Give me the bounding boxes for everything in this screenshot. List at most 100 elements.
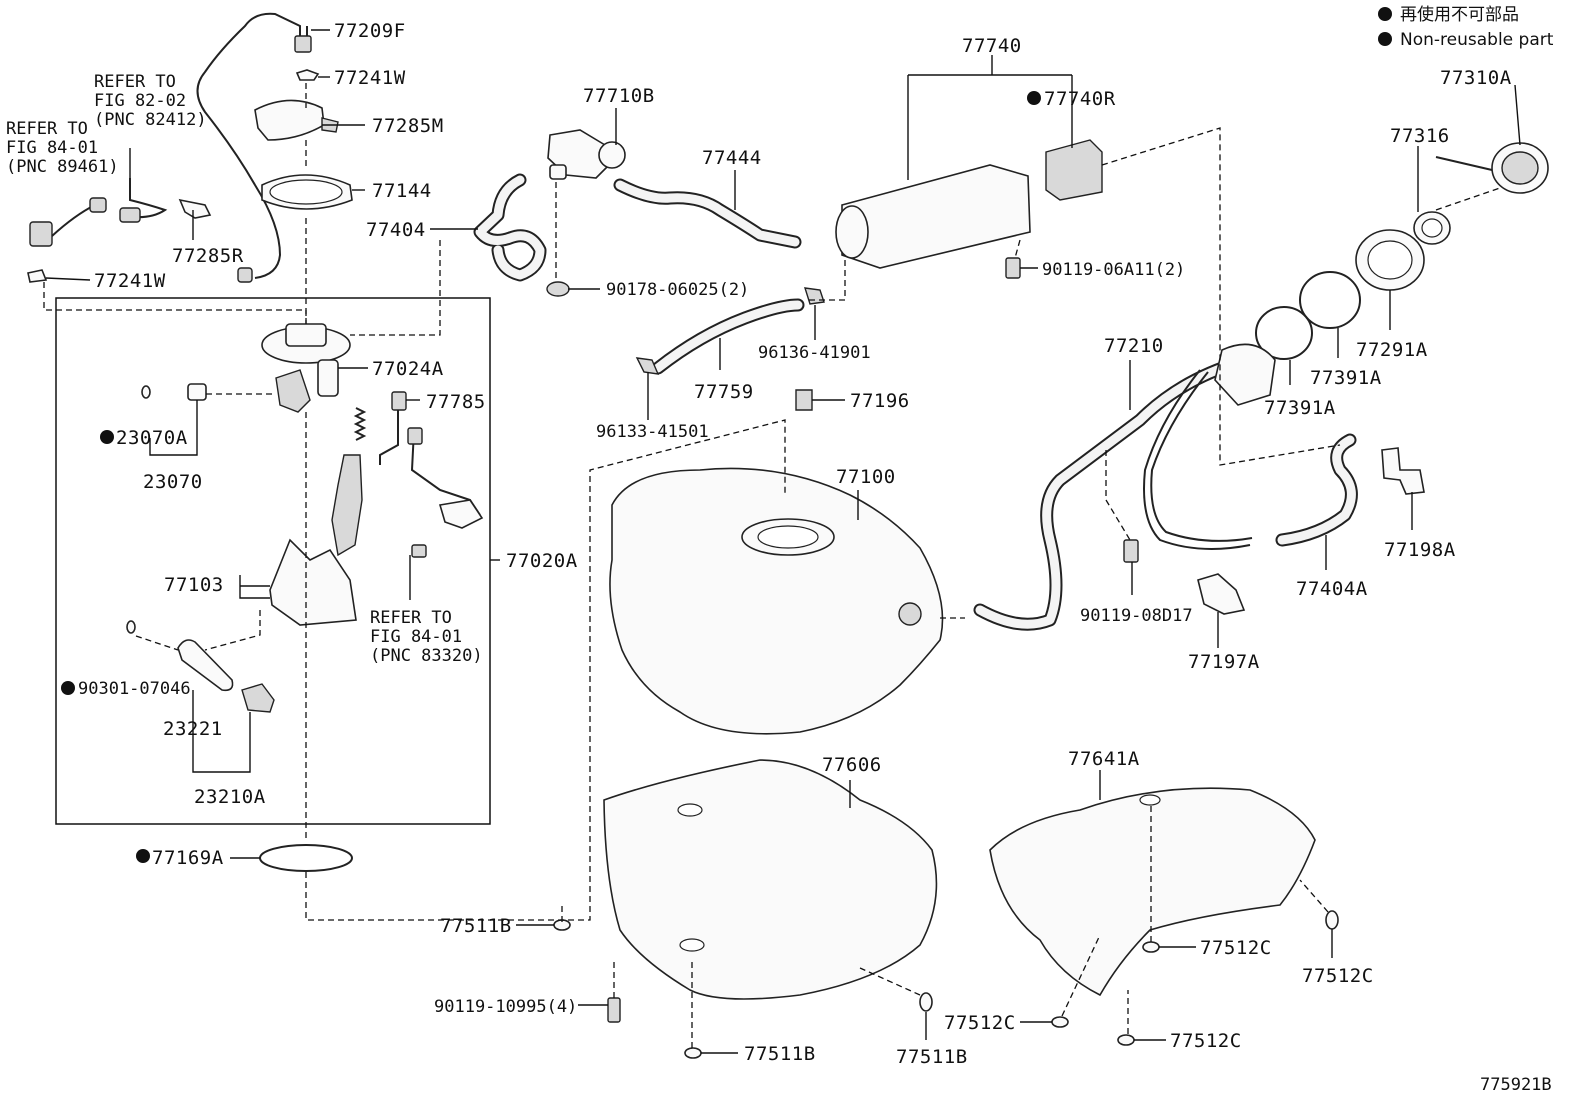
- clamp-96136-part: [804, 287, 825, 305]
- sender-gauge-wire: [196, 12, 301, 279]
- label-77169A: 77169A: [152, 847, 224, 869]
- clamp-96133-part: [635, 357, 660, 375]
- legend: 再使用不可部品 Non-reusable part: [1378, 4, 1554, 50]
- label-96133-41501: 96133-41501: [596, 422, 709, 442]
- ref-left-line-3: (PNC 89461): [6, 157, 119, 177]
- reservoir-77103-part: [269, 538, 357, 626]
- label-77285M: 77285M: [372, 115, 444, 137]
- sensor-wire: [51, 204, 96, 237]
- label-77511B-right: 77511B: [896, 1046, 968, 1068]
- label-77316: 77316: [1390, 125, 1450, 147]
- valve-port-part: [549, 164, 567, 180]
- label-77512C-a: 77512C: [1200, 937, 1272, 959]
- heat-shield-77641A-part: [989, 787, 1316, 997]
- gasket-77169A-part: [259, 844, 353, 872]
- ref-center-line-2: FIG 84-01: [370, 627, 462, 647]
- label-90301-07046: 90301-07046: [78, 679, 191, 699]
- label-77511B-bottom: 77511B: [744, 1043, 816, 1065]
- pump-tube-part: [317, 359, 339, 397]
- float-arm-part: [438, 499, 484, 529]
- grommet-77512C-c: [1051, 1016, 1069, 1028]
- label-77210: 77210: [1104, 335, 1164, 357]
- label-23070A: 23070A: [116, 427, 188, 449]
- dashed-assembly-lines: [43, 83, 1501, 1048]
- part-labels: 77209F 77241W 77285M 77144 77285R 77241W…: [78, 20, 1552, 1095]
- label-77024A: 77024A: [372, 358, 444, 380]
- sensor-connector-part: [29, 221, 53, 247]
- label-23221: 23221: [163, 718, 223, 740]
- label-96136-41901: 96136-41901: [758, 343, 871, 363]
- ref-top-line-3: (PNC 82412): [94, 110, 207, 130]
- harness-connector-part: [119, 207, 141, 223]
- grommet-90178-part: [546, 281, 570, 297]
- ref-top-line-1: REFER TO: [94, 72, 176, 92]
- sender-plug-part: [411, 544, 427, 558]
- pump-clip-part: [241, 683, 275, 713]
- label-77198A: 77198A: [1384, 539, 1456, 561]
- grommet-77512C-a: [1142, 941, 1160, 953]
- wire-connector-part: [294, 35, 312, 53]
- non-reusable-marker-icon: [1027, 91, 1041, 105]
- label-77144: 77144: [372, 180, 432, 202]
- gasket-77391A-a-part: [1299, 271, 1361, 329]
- filler-pipe-group: [973, 343, 1425, 631]
- fuel-tank-77100-part: [609, 467, 944, 735]
- label-77404: 77404: [366, 219, 426, 241]
- protector-77197A-part: [1197, 573, 1246, 615]
- label-77740: 77740: [962, 35, 1022, 57]
- label-90119-10995: 90119-10995(4): [434, 997, 577, 1017]
- ref-left-line-2: FIG 84-01: [6, 138, 98, 158]
- clip-77241W-top-part: [295, 69, 320, 81]
- retainer-ring-hole: [269, 179, 343, 205]
- label-90119-08D17: 90119-08D17: [1080, 606, 1193, 626]
- label-90119-06A11: 90119-06A11(2): [1042, 260, 1185, 280]
- legend-jp: 再使用不可部品: [1400, 4, 1519, 25]
- canister-77740-part: [841, 164, 1031, 269]
- connector-plug-part: [89, 197, 107, 213]
- label-23210A: 23210A: [194, 786, 266, 808]
- label-77740R: 77740R: [1044, 88, 1116, 110]
- charcoal-canister-group: [835, 139, 1103, 279]
- label-77759: 77759: [694, 381, 754, 403]
- ref-center-line-3: (PNC 83320): [370, 646, 483, 666]
- ref-left-line-1: REFER TO: [6, 119, 88, 139]
- filter-77740R-part: [1045, 139, 1103, 201]
- leader-lines: [45, 29, 1521, 1054]
- heat-shield-group: [989, 787, 1316, 997]
- protector-77606-part: [603, 759, 938, 1000]
- figure-id: 775921B: [1480, 1075, 1552, 1095]
- label-77606: 77606: [822, 754, 882, 776]
- spring-part: [353, 407, 367, 441]
- fuel-tank-group: [609, 467, 944, 735]
- label-77310A: 77310A: [1440, 67, 1512, 89]
- fuel-pump-assembly-box: [55, 297, 491, 825]
- check-valve-23070-part: [187, 383, 207, 401]
- ref-center-line-1: REFER TO: [370, 608, 452, 628]
- label-77444: 77444: [702, 147, 762, 169]
- grommet-77512C-b: [1325, 910, 1339, 930]
- grommet-77511B-bottom: [684, 1047, 702, 1059]
- filler-pipe-inlet-part: [1214, 343, 1276, 406]
- valve-cap-part: [598, 141, 626, 169]
- sender-wire-a: [379, 410, 399, 465]
- clip-77241W-part: [27, 269, 48, 283]
- label-77209F: 77209F: [334, 20, 406, 42]
- label-77241W-top: 77241W: [334, 67, 406, 89]
- cap-tether-77316-part: [1435, 156, 1493, 171]
- non-reusable-marker-icon: [136, 849, 150, 863]
- label-23070: 23070: [143, 471, 203, 493]
- breather-line-part: [1143, 369, 1251, 550]
- tank-filler-port-part: [898, 602, 922, 626]
- pump-rail-part: [331, 454, 363, 557]
- vent-hoses-group: [473, 129, 825, 411]
- label-77103: 77103: [164, 574, 224, 596]
- wire-connector-lower-part: [237, 267, 253, 283]
- gasket-77391A-b-part: [1255, 306, 1313, 360]
- cover-77285M-part: [254, 99, 325, 141]
- non-reusable-marker-icon: [1378, 32, 1392, 46]
- label-77511B-left: 77511B: [440, 915, 512, 937]
- grommet-77511B-right: [919, 992, 933, 1012]
- non-reusable-marker-icon: [1378, 7, 1392, 21]
- label-77391A-b: 77391A: [1310, 367, 1382, 389]
